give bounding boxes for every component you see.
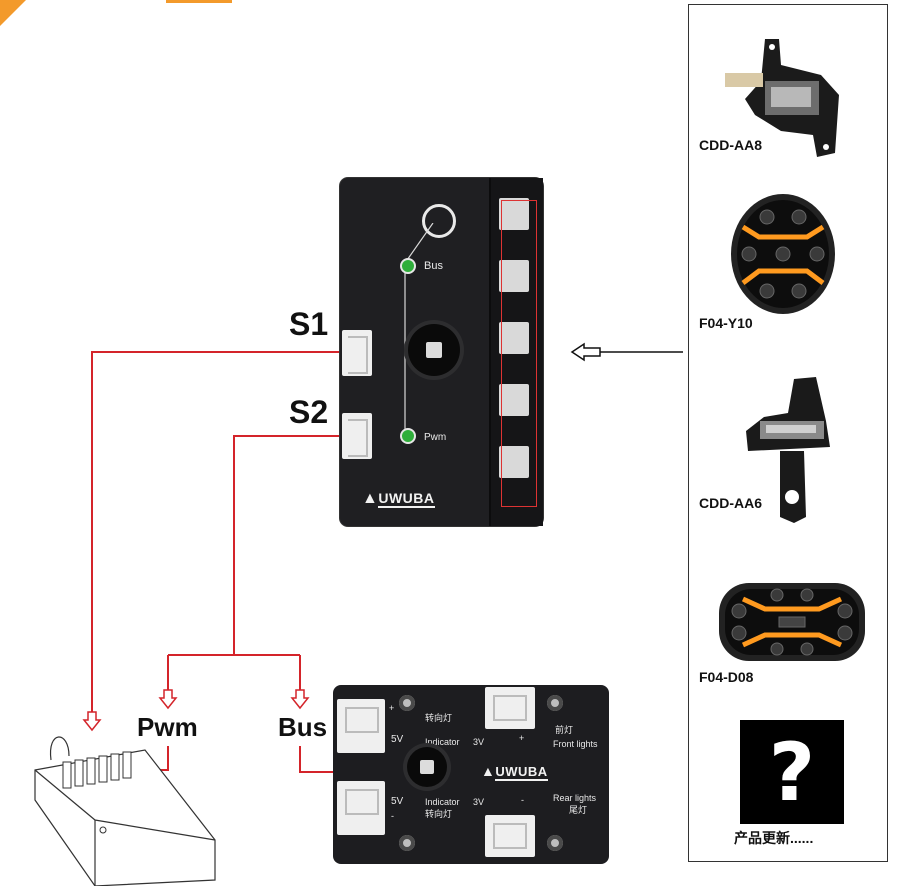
- hub-brand-logo: ▲UWUBA: [481, 763, 548, 781]
- front-lights-cn: 前灯: [555, 725, 574, 735]
- plus-top-center: +: [519, 733, 525, 743]
- product-name-2: F04-Y10: [699, 315, 753, 331]
- indicator-bottom: Indicator: [425, 797, 460, 807]
- question-mark-icon: ?: [768, 726, 816, 819]
- hub-connector-top-left: [337, 699, 385, 753]
- indicator-top: Indicator: [425, 737, 460, 747]
- label-pwm: Pwm: [137, 712, 198, 742]
- product-update-label: 产品更新......: [734, 830, 814, 846]
- output-ports-highlight: [501, 200, 537, 507]
- product-name-3: CDD-AA6: [699, 495, 762, 511]
- hub-connector-top-center: [485, 687, 535, 729]
- panel-pointer-arrow: [570, 342, 601, 362]
- output-port-1: [499, 198, 529, 230]
- arrow-bus: [290, 689, 310, 710]
- plus-top-left: +: [389, 703, 395, 713]
- label-5v-bottom: 5V: [391, 796, 404, 807]
- connector-s1: [342, 330, 372, 376]
- pwm-led: [402, 430, 414, 442]
- voltage-bottom: 3V: [473, 797, 485, 807]
- hub-connector-bottom-left: [337, 781, 385, 835]
- output-port-3: [499, 322, 529, 354]
- output-port-2: [499, 260, 529, 292]
- cdd-aa8-light-image[interactable]: [721, 35, 841, 159]
- screw-bottom-left: [399, 835, 415, 851]
- rear-lights-cn: 尾灯: [569, 805, 588, 815]
- corner-accent: [0, 0, 26, 26]
- minus-bottom-left: -: [391, 811, 394, 821]
- minus-bottom-center: -: [521, 795, 524, 805]
- hub-connector-bottom-center: [485, 815, 535, 857]
- port-rail: [489, 178, 543, 526]
- cdd-aa6-light-image[interactable]: [744, 377, 834, 525]
- voltage-top: 3V: [473, 737, 485, 747]
- output-port-5: [499, 446, 529, 478]
- main-controller-module: Bus Pwm ▲UWUBA: [340, 178, 543, 526]
- wire-bus-hub: [299, 746, 333, 773]
- front-lights-en: Front lights: [553, 739, 598, 749]
- product-name-4: F04-D08: [699, 669, 754, 685]
- label-5v-top: 5V: [391, 734, 404, 745]
- mounting-hole: [422, 204, 456, 238]
- output-port-4: [499, 384, 529, 416]
- wire-s2: [233, 435, 342, 655]
- f04-y10-light-image[interactable]: [729, 191, 837, 317]
- bus-led: [402, 260, 414, 272]
- label-s1: S1: [289, 306, 329, 342]
- screw-top-right: [547, 695, 563, 711]
- arrow-receiver: [82, 711, 102, 732]
- rc-receiver-illustration: [34, 736, 216, 886]
- light-hub-module: + 5V 转向灯 Indicator 3V + 前灯 Front lights …: [333, 685, 609, 864]
- turn-light-cn-bottom: 转向灯: [425, 809, 453, 819]
- hub-status-light: [407, 747, 447, 787]
- screw-bottom-right: [547, 835, 563, 851]
- turn-light-cn-top: 转向灯: [425, 713, 453, 723]
- product-name-1: CDD-AA8: [699, 137, 762, 153]
- label-s2: S2: [289, 394, 329, 430]
- coming-soon-box: ?: [740, 720, 844, 824]
- product-panel: CDD-AA8 F04-Y10 CDD-AA6 F04-D08: [688, 4, 888, 862]
- rear-lights-en: Rear lights: [553, 793, 597, 803]
- brand-name: UWUBA: [378, 490, 435, 508]
- arrow-pwm: [158, 689, 178, 710]
- pwm-led-label: Pwm: [424, 432, 447, 443]
- top-accent-bar: [166, 0, 232, 3]
- bus-led-label: Bus: [424, 260, 443, 272]
- hub-brand-name: UWUBA: [495, 764, 548, 781]
- wire-s1: [91, 351, 342, 712]
- label-bus: Bus: [278, 712, 328, 742]
- screw-top-left: [399, 695, 415, 711]
- f04-d08-light-image[interactable]: [717, 577, 867, 667]
- status-light: [408, 324, 460, 376]
- brand-logo: ▲UWUBA: [362, 490, 435, 508]
- connector-s2: [342, 413, 372, 459]
